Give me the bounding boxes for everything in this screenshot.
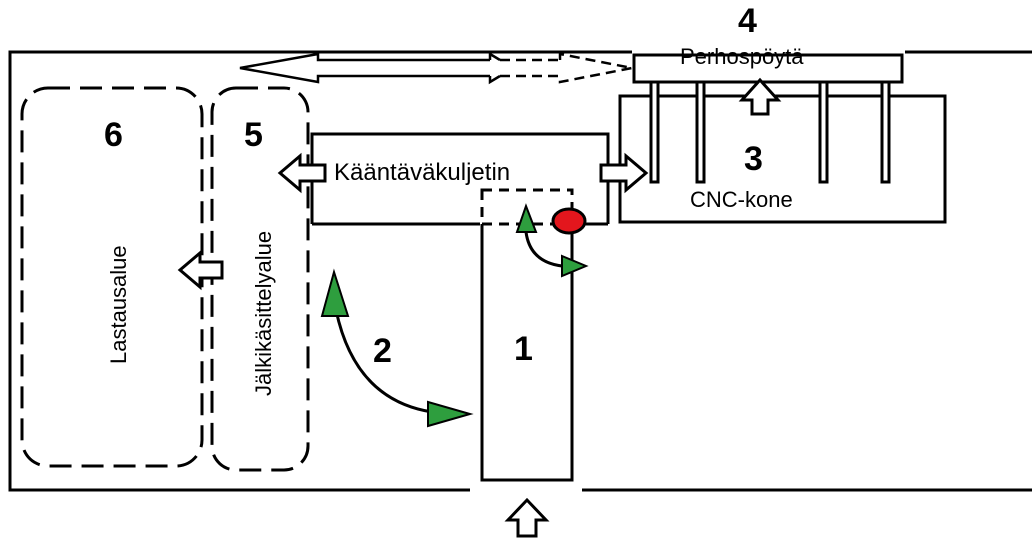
- area-4-number: 4: [738, 2, 757, 40]
- area-3-label: CNC-kone: [690, 187, 793, 212]
- hollow-arrow-icon-up-table: [738, 77, 782, 116]
- hall-wall: [8, 50, 632, 492]
- area-5-label: Jälkikäsittelyalue: [251, 231, 276, 396]
- robot-motion-arc-small: [524, 231, 563, 268]
- area-5-number: 5: [244, 116, 263, 154]
- robot-motion-arc-2: [334, 309, 433, 414]
- robot-motion-arrow-icon-small-right: [561, 254, 589, 278]
- area-4-label: Perhospöytä: [680, 44, 804, 69]
- area-1-number: 1: [514, 330, 533, 368]
- hollow-arrow-icon-conveyor-left: [277, 152, 327, 194]
- butterfly-table-legs: [649, 80, 891, 184]
- cnc-machine-box: [618, 94, 947, 224]
- robot-motion-arrow-icon-2-right: [427, 400, 474, 428]
- robot-motion-arrow-icon-2-up: [320, 268, 350, 317]
- hollow-arrow-icon-entrance: [504, 497, 550, 538]
- transfer-arrow-top: [239, 51, 633, 85]
- area-2-number: 2: [373, 332, 392, 370]
- area-6-label: Lastausalue: [106, 245, 131, 364]
- robot-motion-arrow-icon-small-up: [515, 203, 538, 233]
- area-6-number: 6: [104, 116, 123, 154]
- stop-marker-icon: [551, 207, 587, 235]
- area-3-number: 3: [744, 140, 763, 178]
- hollow-arrow-icon-conveyor-right: [599, 152, 649, 194]
- robot-cell-dashed-top: [480, 188, 574, 226]
- conveyor-label: Kääntäväkuljetin: [334, 159, 510, 186]
- hollow-arrow-icon-to-loading: [177, 249, 224, 291]
- butterfly-table: [632, 53, 904, 84]
- robot-cell-1: [480, 224, 574, 482]
